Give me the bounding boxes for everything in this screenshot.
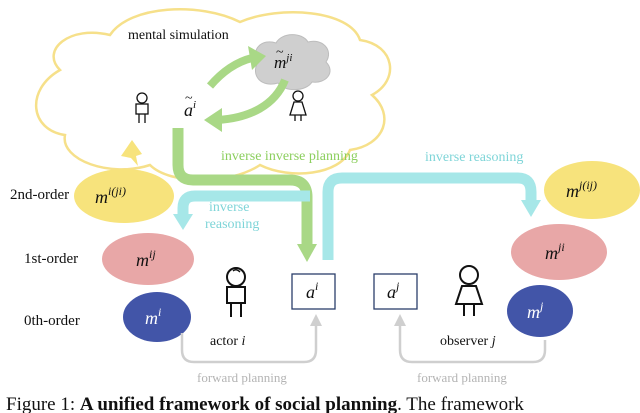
inverse-reasoning-right-arrowhead [521,200,541,217]
forward-planning-left-label: forward planning [197,370,287,385]
forward-planning-left-arrow [180,314,322,364]
observer-label: observer j [440,334,496,349]
caption-suffix: . The framework [397,394,524,413]
svg-text:mji: mji [545,240,565,263]
order-label-0th: 0th-order [24,313,80,329]
simulation-arrow-up [206,54,254,89]
inverse-inverse-planning-arrowhead [297,244,317,262]
inverse-reasoning-left-arrow [177,190,310,216]
inverse-reasoning-right-label: inverse reasoning [425,150,523,165]
figure-caption: Figure 1: A unified framework of social … [6,394,640,413]
svg-text:ai: ai [306,279,318,302]
mental-simulation-label: mental simulation [128,28,229,43]
svg-text:mij: mij [136,247,156,270]
simulation-arrowhead-down [204,108,222,132]
mind-m-j: mj [507,285,573,337]
inverse-reasoning-right-arrow [322,172,537,260]
order-to-cloud-arrow [121,140,142,166]
mind-m-ij: mij [102,233,194,285]
svg-text:~: ~ [276,45,284,60]
svg-text:~: ~ [185,91,193,106]
svg-text:mi: mi [145,305,161,328]
inverse-inverse-planning-arrow [172,128,313,250]
mind-m-i-ji: mi(ji) [74,169,174,223]
observer-icon [454,265,484,316]
simulated-mind-label: mji ~ [274,45,292,72]
svg-text:mj: mj [527,299,544,322]
action-box-a-i: ai [291,273,336,310]
mind-m-ji: mji [511,224,607,280]
simulation-arrowhead-up [248,46,266,70]
actor-icon [226,267,246,317]
svg-text:mji: mji [274,52,292,72]
order-label-2nd: 2nd-order [10,187,69,203]
caption-title: A unified framework of social planning [79,394,398,413]
inverse-reasoning-left-label-1: inverse [209,200,249,215]
forward-planning-right-label: forward planning [417,370,507,385]
inverse-reasoning-left-label-2: reasoning [205,217,259,232]
svg-text:mj(ij): mj(ij) [566,178,597,201]
inverse-inverse-planning-label: inverse inverse planning [221,149,358,164]
simulated-actor-icon [135,92,149,123]
simulated-mind-cloud [254,34,331,91]
action-box-a-j: aj [373,273,418,310]
simulated-observer-icon [289,90,307,121]
svg-text:mi(ji): mi(ji) [95,184,126,207]
inverse-reasoning-left-arrowhead [173,214,193,230]
simulated-action-label: ai ~ [184,91,196,120]
svg-text:ai: ai [184,99,196,120]
forward-planning-right-arrow [394,314,547,364]
simulation-arrow-down [217,78,289,124]
actor-label: actor i [210,334,245,349]
mind-m-j-ij: mj(ij) [544,161,640,219]
mind-m-i: mi [123,292,191,342]
order-label-1st: 1st-order [24,251,78,267]
caption-prefix: Figure 1: [6,394,80,413]
svg-text:aj: aj [387,279,400,302]
